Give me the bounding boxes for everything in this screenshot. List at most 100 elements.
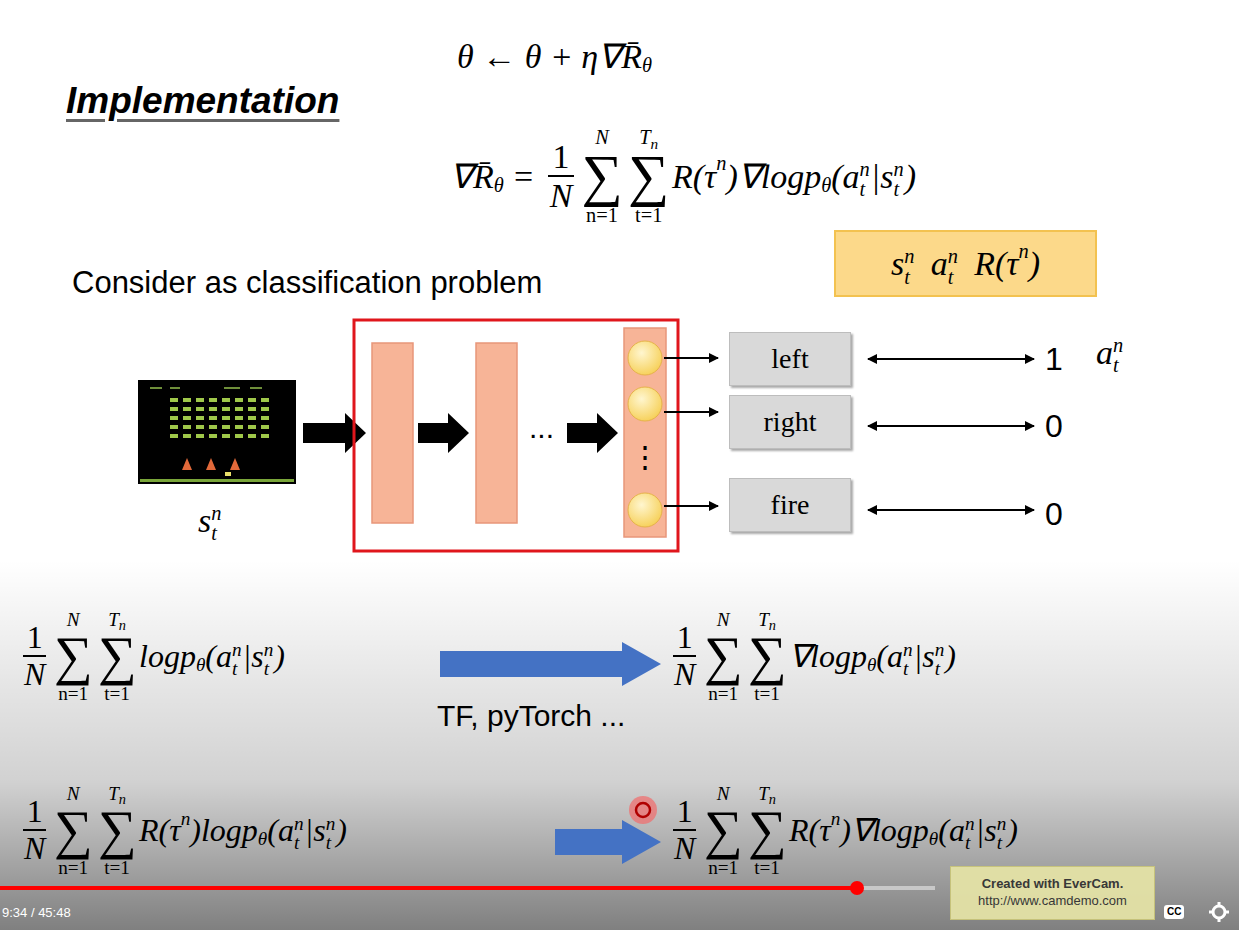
sub-sup-stack: nt — [997, 814, 1007, 852]
superscript: n — [904, 246, 914, 266]
sigma: ∑ — [581, 147, 622, 205]
target-arrow — [868, 359, 1034, 510]
target-value: 1 — [1045, 340, 1063, 378]
math-text: (a — [205, 638, 232, 675]
superscript: n — [326, 814, 336, 833]
sigma: ∑ — [98, 629, 137, 683]
summation: N∑n=1 — [704, 784, 743, 877]
sum-limit: n=1 — [708, 858, 738, 877]
superscript: n — [181, 808, 191, 830]
math-text: ) — [945, 638, 956, 675]
math-text: ) — [1029, 244, 1040, 283]
subscript: t — [903, 659, 908, 678]
sum-limit: t=1 — [754, 858, 780, 877]
sub-sup-stack: nt — [232, 640, 242, 678]
summation: Tn∑t=1 — [628, 127, 669, 226]
video-time: 9:34 / 45:48 — [2, 905, 71, 921]
sum-limit: n=1 — [58, 684, 88, 703]
superscript: n — [965, 814, 975, 833]
sub-sup-stack: nt — [860, 159, 870, 200]
sub-sup-stack: nt — [326, 814, 336, 852]
sigma: ∑ — [704, 803, 743, 857]
action-box: left — [729, 332, 851, 386]
math-text: ) — [905, 157, 916, 196]
superscript: n — [860, 159, 870, 179]
slide-title: Implementation — [66, 80, 339, 122]
formula: θ ← θ + η∇R̄θ — [457, 37, 652, 76]
math-text: )∇logp — [726, 157, 821, 196]
progress-track — [0, 886, 935, 890]
math-text: R(τ — [672, 157, 716, 196]
math-text: (a — [876, 638, 903, 675]
heading-text: Consider as classification problem — [72, 264, 542, 301]
numerator: 1 — [673, 794, 697, 831]
subscript: θ — [821, 174, 831, 197]
sub-sup-stack: nt — [904, 246, 914, 287]
summation: Tn∑t=1 — [98, 784, 137, 877]
math-text: )∇logp — [840, 812, 929, 849]
sigma: ∑ — [98, 803, 137, 857]
subscript: t — [860, 179, 866, 199]
formula: snt — [198, 500, 222, 541]
math-text: R(τ — [974, 244, 1018, 283]
sigma: ∑ — [748, 629, 787, 683]
sum-limit: N — [717, 784, 730, 803]
sub-sup-stack: nt — [935, 640, 945, 678]
superscript: n — [903, 640, 913, 659]
click-indicator — [629, 796, 657, 824]
game-screenshot — [138, 380, 296, 484]
action-box: right — [729, 395, 851, 449]
output-arrow — [664, 358, 718, 506]
denominator: N — [24, 657, 45, 692]
math-text: |s — [871, 157, 894, 196]
math-text: |s — [304, 812, 325, 849]
sigma: ∑ — [54, 629, 93, 683]
fraction: 1N — [23, 794, 47, 866]
subscript: θ — [867, 654, 876, 676]
superscript: n — [716, 152, 726, 175]
subscript: t — [965, 833, 970, 852]
subscript: θ — [929, 828, 938, 850]
sigma: ∑ — [54, 803, 93, 857]
player-shade — [0, 560, 1239, 930]
math-text: |s — [975, 812, 996, 849]
settings-gear — [1209, 902, 1229, 922]
math-text: a — [931, 244, 948, 283]
fraction: 1N — [673, 620, 697, 692]
sum-limit: t=1 — [754, 684, 780, 703]
subscript: θ — [258, 828, 267, 850]
superscript: n — [1113, 335, 1123, 355]
sum-limit: Tn — [639, 127, 658, 147]
numerator: 1 — [23, 794, 47, 831]
sum-limit: N — [67, 610, 80, 629]
math-text: θ ← θ + η∇R̄ — [457, 37, 642, 76]
math-text: logp — [139, 638, 196, 675]
subscript: t — [935, 659, 940, 678]
action-label: right — [764, 405, 817, 439]
summation: N∑n=1 — [54, 610, 93, 703]
denominator: N — [674, 657, 695, 692]
subscript: t — [904, 267, 910, 287]
equals-sign: = — [514, 157, 533, 196]
superscript: n — [893, 159, 903, 179]
summation: Tn∑t=1 — [748, 610, 787, 703]
math-text: ∇logp — [789, 638, 867, 675]
math-text: a — [1096, 333, 1113, 372]
cc-icon: CC — [1164, 905, 1184, 919]
math-text: ) — [274, 638, 285, 675]
sigma: ∑ — [628, 147, 669, 205]
watermark-box: Created with EverCam.http://www.camdemo.… — [950, 866, 1155, 920]
action-label: left — [771, 342, 808, 376]
action-box: fire — [729, 478, 851, 532]
sum-limit: n=1 — [708, 684, 738, 703]
sum-limit: n=1 — [586, 205, 618, 225]
note-text: TF, pyTorch ... — [437, 698, 625, 734]
numerator: 1 — [673, 620, 697, 657]
subscript: t — [232, 659, 237, 678]
math-text: (a — [267, 812, 294, 849]
sigma: ∑ — [704, 629, 743, 683]
math-text: ) — [1007, 812, 1018, 849]
fraction: 1N — [548, 138, 573, 215]
subscript: θ — [642, 54, 652, 77]
